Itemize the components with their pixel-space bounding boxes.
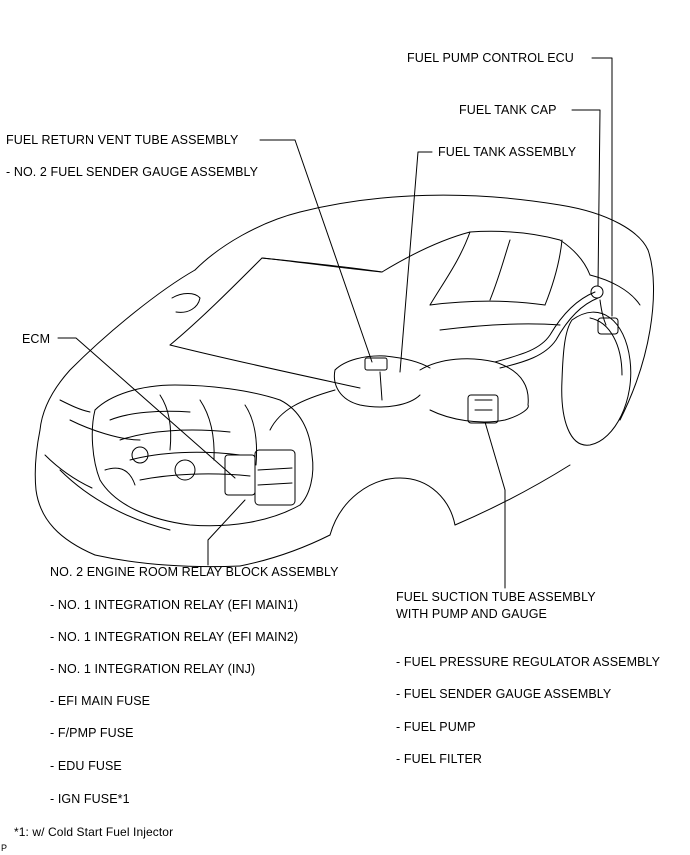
label-relay-inj: - NO. 1 INTEGRATION RELAY (INJ) xyxy=(50,662,256,676)
label-fuel-pump-control-ecu: FUEL PUMP CONTROL ECU xyxy=(407,51,574,65)
label-fuel-sender-gauge: - FUEL SENDER GAUGE ASSEMBLY xyxy=(396,687,612,701)
engine-assembly xyxy=(91,384,314,527)
label-edu-fuse: - EDU FUSE xyxy=(50,759,122,773)
leader-lines xyxy=(57,57,613,589)
footnote: *1: w/ Cold Start Fuel Injector xyxy=(14,825,174,839)
label-fuel-return-vent-tube-assembly: FUEL RETURN VENT TUBE ASSEMBLY xyxy=(6,133,239,147)
label-fpmp-fuse: - F/PMP FUSE xyxy=(50,726,134,740)
label-ecm: ECM xyxy=(22,332,51,346)
fuel-tank xyxy=(269,285,619,431)
corner-mark: P xyxy=(1,843,8,853)
label-fuel-filter: - FUEL FILTER xyxy=(396,752,483,766)
label-fuel-pressure-regulator: - FUEL PRESSURE REGULATOR ASSEMBLY xyxy=(396,655,661,669)
label-relay-efi-main1: - NO. 1 INTEGRATION RELAY (EFI MAIN1) xyxy=(50,598,299,612)
label-fuel-tank-assembly: FUEL TANK ASSEMBLY xyxy=(438,145,577,159)
label-efi-main-fuse: - EFI MAIN FUSE xyxy=(50,694,151,708)
label-relay-efi-main2: - NO. 1 INTEGRATION RELAY (EFI MAIN2) xyxy=(50,630,299,644)
car-body-outline xyxy=(34,194,654,568)
label-no2-engine-room-relay-block: NO. 2 ENGINE ROOM RELAY BLOCK ASSEMBLY xyxy=(50,565,339,579)
label-ign-fuse: - IGN FUSE*1 xyxy=(50,792,130,806)
label-fuel-suction-tube-line2: WITH PUMP AND GAUGE xyxy=(396,607,547,621)
label-no2-fuel-sender-gauge-assembly: - NO. 2 FUEL SENDER GAUGE ASSEMBLY xyxy=(6,165,259,179)
label-fuel-suction-tube-line1: FUEL SUCTION TUBE ASSEMBLY xyxy=(396,590,596,604)
label-fuel-tank-cap: FUEL TANK CAP xyxy=(459,103,557,117)
label-fuel-pump: - FUEL PUMP xyxy=(396,720,476,734)
